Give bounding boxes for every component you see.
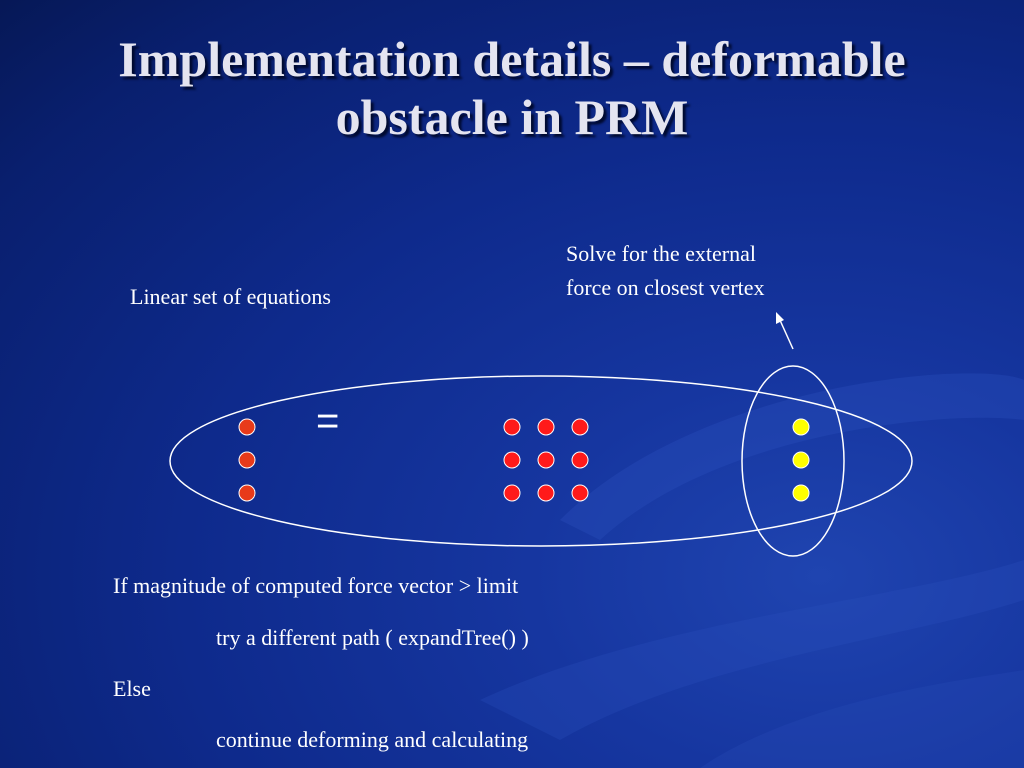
slide-title: Implementation details – deformable obst… bbox=[40, 30, 984, 146]
equals-sign: = bbox=[316, 399, 340, 443]
solve-force-label-line-1: Solve for the external bbox=[566, 241, 756, 266]
title-line-2: obstacle in PRM bbox=[335, 89, 689, 145]
pseudocode-line-try: try a different path ( expandTree() ) bbox=[216, 625, 529, 650]
pseudocode-line-else: Else bbox=[113, 676, 151, 701]
title-line-1: Implementation details – deformable bbox=[118, 31, 906, 87]
solve-force-label-line-2: force on closest vertex bbox=[566, 275, 765, 300]
linear-equations-label: Linear set of equations bbox=[130, 284, 331, 309]
solve-force-label: Solve for the external force on closest … bbox=[566, 237, 765, 305]
pseudocode-line-continue: continue deforming and calculating bbox=[216, 727, 529, 752]
pseudocode-line-if: If magnitude of computed force vector > … bbox=[113, 573, 519, 598]
